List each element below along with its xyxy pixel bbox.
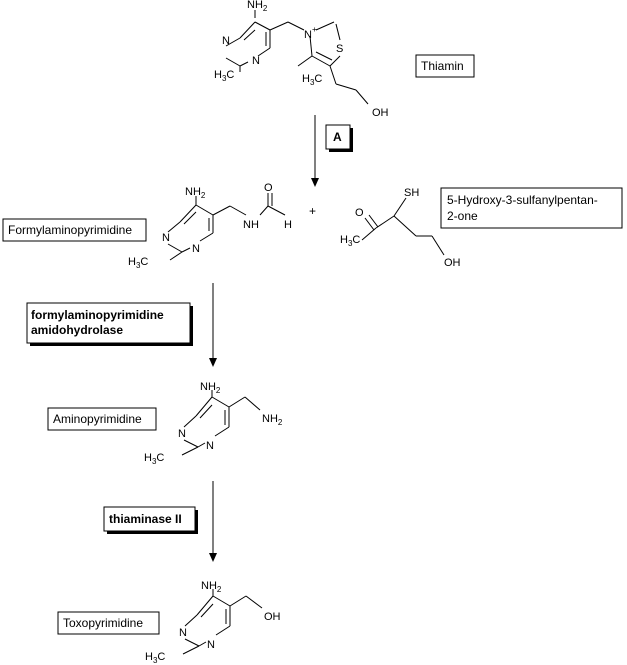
ketone-h3c-label: H3C <box>340 234 360 248</box>
enzyme-a-box: A <box>325 124 353 152</box>
formylaminopyrimidine-label: Formylaminopyrimidine <box>8 223 132 237</box>
aminopyrimidine-label: Aminopyrimidine <box>53 412 142 426</box>
thiamin-nh2-label: NH2 <box>247 0 268 13</box>
formyl-o-label: O <box>264 182 273 194</box>
toxo-n3-label: N <box>207 639 215 651</box>
thiamin-structure: NH2 N N H3C N+ S H3C OH <box>214 0 389 119</box>
formyl-nh-label: NH <box>243 219 259 231</box>
toxo-h3c-label: H3C <box>145 651 165 665</box>
sh-label: SH <box>404 187 419 199</box>
amidohydrolase-label-line2: amidohydrolase <box>31 323 123 337</box>
ketone-o-label: O <box>355 207 364 219</box>
hydroxy-ketone-label-box: 5-Hydroxy-3-sulfanylpentan- 2-one <box>440 187 623 229</box>
thiamin-s-label: S <box>336 43 343 55</box>
thiamin-n1-label: N <box>222 35 230 47</box>
thiamin-n-plus-label: N+ <box>304 25 317 41</box>
amino-h3c-label: H3C <box>144 452 164 466</box>
formyl-h3c-label: H3C <box>128 256 148 270</box>
thiamin-n3-label: N <box>252 55 260 67</box>
formyl-nh2-label: NH2 <box>185 186 206 200</box>
thiaminase-label: thiaminase II <box>109 512 182 526</box>
hydroxy-ketone-label-line1: 5-Hydroxy-3-sulfanylpentan- <box>447 193 598 207</box>
amino-nh2-label: NH2 <box>200 381 221 395</box>
thiamin-label: Thiamin <box>421 59 464 73</box>
amino-n3-label: N <box>206 440 214 452</box>
toxo-oh-label: OH <box>264 611 281 623</box>
thiamin-h3c2-label: H3C <box>302 73 322 87</box>
toxo-nh2-label: NH2 <box>201 580 222 594</box>
thiamin-oh-label: OH <box>372 107 389 119</box>
formyl-n1-label: N <box>162 232 170 244</box>
amidohydrolase-label-line1: formylaminopyrimidine <box>31 308 164 322</box>
hydroxy-ketone-label-line2: 2-one <box>447 209 478 223</box>
thiamin-h3c-label: H3C <box>214 69 234 83</box>
formyl-n3-label: N <box>192 243 200 255</box>
arrow-head-2 <box>209 358 217 367</box>
toxopyrimidine-label-box: Toxopyrimidine <box>57 611 160 635</box>
formylaminopyrimidine-structure: NH2 N N H3C NH O H <box>128 182 292 270</box>
enzyme-a-label: A <box>333 130 342 144</box>
plus-sign: + <box>309 204 316 218</box>
arrow-head-3 <box>209 553 217 562</box>
arrow-head-1 <box>311 178 319 187</box>
aminopyrimidine-structure: NH2 N N H3C NH2 <box>144 381 283 466</box>
amidohydrolase-enzyme-box: formylaminopyrimidine amidohydrolase <box>26 302 193 346</box>
thiaminase-enzyme-box: thiaminase II <box>103 506 198 534</box>
amino-side-nh2-label: NH2 <box>262 413 283 427</box>
aminopyrimidine-label-box: Aminopyrimidine <box>47 407 157 431</box>
toxopyrimidine-structure: NH2 N N H3C OH <box>145 580 281 665</box>
thiamin-label-box: Thiamin <box>415 54 475 78</box>
ketone-oh-label: OH <box>444 257 461 269</box>
hydroxy-ketone-structure: O SH H3C OH <box>340 187 461 269</box>
toxo-n1-label: N <box>179 627 187 639</box>
toxopyrimidine-label: Toxopyrimidine <box>63 616 143 630</box>
formylaminopyrimidine-label-box: Formylaminopyrimidine <box>2 218 147 242</box>
formyl-h-label: H <box>284 219 292 231</box>
amino-n1-label: N <box>178 428 186 440</box>
